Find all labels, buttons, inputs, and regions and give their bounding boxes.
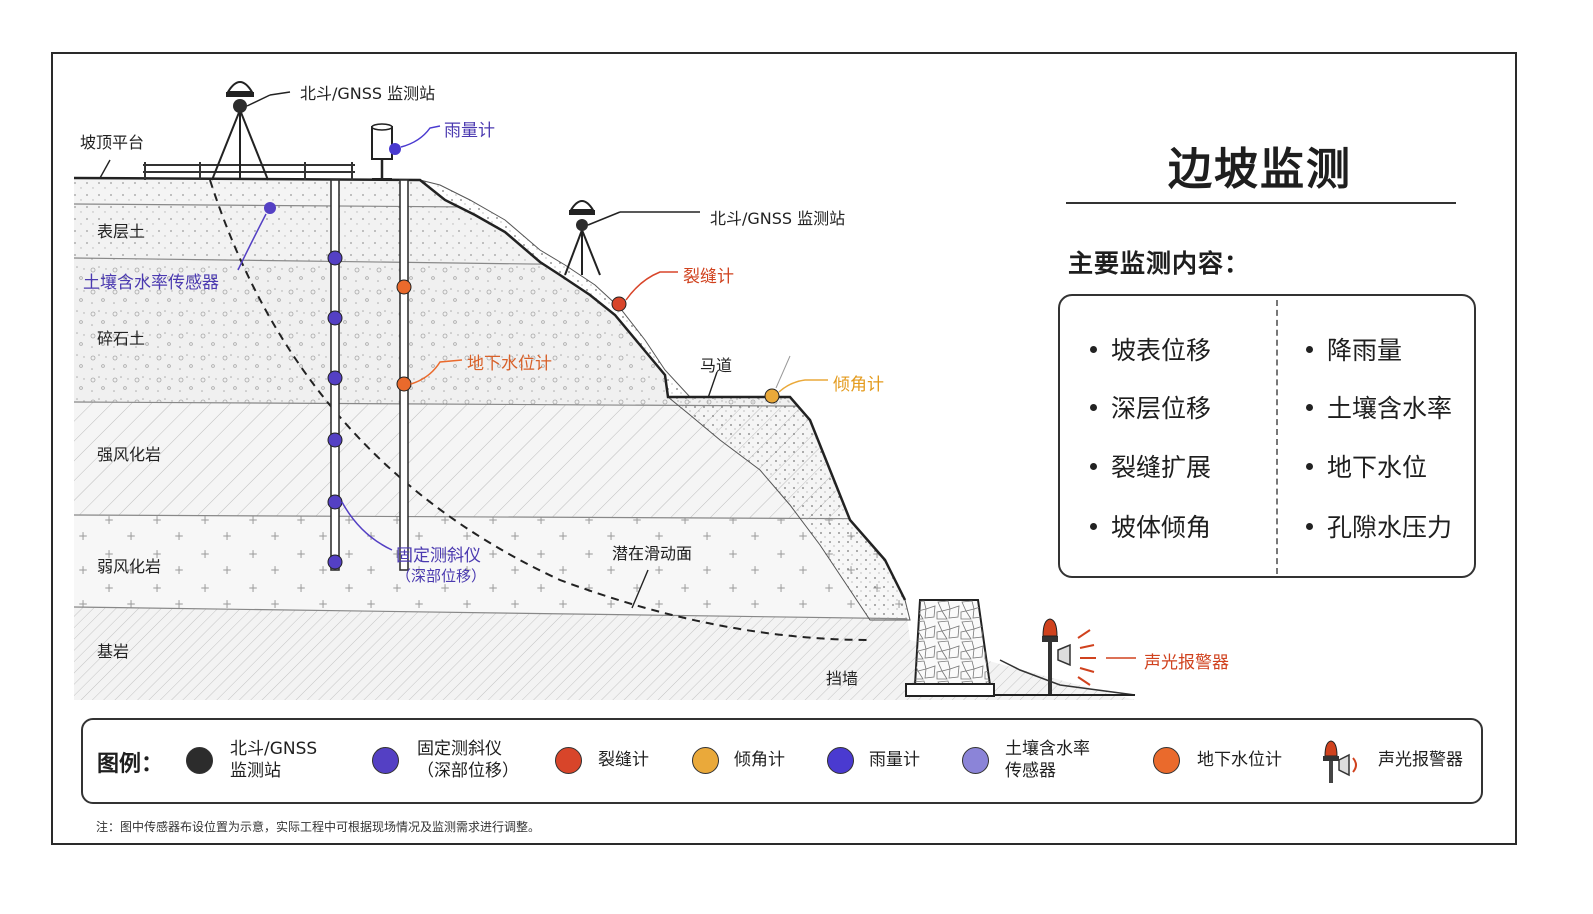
callout-gnss-top: 北斗/GNSS 监测站	[300, 84, 436, 103]
legend-label-alarm: 声光报警器	[1378, 750, 1463, 770]
gnss-dot-icon	[186, 747, 213, 774]
callout-crack-meter: 裂缝计	[683, 267, 734, 287]
monitoring-item: 孔隙水压力	[1306, 508, 1452, 544]
groundwater-dot-icon	[1153, 747, 1180, 774]
retaining-wall	[905, 599, 995, 697]
label-strong-weathered: 强风化岩	[97, 445, 162, 464]
gnss-station-berm	[564, 200, 700, 276]
label-surface-soil: 表层土	[97, 222, 146, 241]
legend-box	[81, 718, 1483, 804]
acoustic-light-alarm	[1042, 618, 1136, 694]
legend-label-soil-moisture: 土壤含水率传感器	[1005, 739, 1090, 781]
alarm-icon	[1323, 740, 1357, 783]
monitoring-item: 坡表位移	[1090, 331, 1211, 367]
footnote: 注：图中传感器布设位置为示意，实际工程中可根据现场情况及监测需求进行调整。	[96, 820, 541, 834]
legend-title: 图例：	[97, 752, 164, 777]
callout-tiltmeter: 倾角计	[833, 375, 884, 395]
legend-label-tiltmeter: 倾角计	[734, 750, 785, 770]
callout-groundwater: 地下水位计	[467, 354, 552, 374]
tiltmeter	[764, 355, 828, 404]
monitoring-item: 地下水位	[1306, 448, 1427, 484]
callout-slip-surface: 潜在滑动面	[612, 544, 693, 563]
callout-alarm: 声光报警器	[1144, 653, 1229, 673]
legend-label-groundwater: 地下水位计	[1197, 750, 1282, 770]
monitoring-item: 坡体倾角	[1090, 508, 1211, 544]
label-gravel-soil: 碎石土	[97, 329, 146, 348]
monitoring-item: 裂缝扩展	[1090, 448, 1211, 484]
callout-retaining-wall: 挡墙	[826, 669, 859, 688]
inclinometer-dot-icon	[372, 747, 399, 774]
callout-soil-moisture: 土壤含水率传感器	[83, 273, 219, 293]
legend-label-inclinometer: 固定测斜仪（深部位移）	[417, 739, 519, 781]
callout-gnss-berm: 北斗/GNSS 监测站	[710, 209, 846, 228]
monitoring-item: 土壤含水率	[1306, 389, 1452, 425]
groundwater-sensors	[396, 279, 463, 392]
label-weak-weathered: 弱风化岩	[97, 557, 162, 576]
tiltmeter-dot-icon	[692, 747, 719, 774]
legend-label-rain-gauge: 雨量计	[869, 750, 920, 770]
label-top-platform: 坡顶平台	[80, 133, 145, 152]
slope-profile-line	[73, 176, 907, 601]
legend-label-crack-meter: 裂缝计	[598, 750, 649, 770]
potential-slip-surface	[209, 179, 871, 641]
content-divider	[1276, 300, 1278, 574]
monitoring-content-box	[1058, 294, 1476, 578]
inclinometer-sensors	[327, 250, 393, 570]
title-underline	[1066, 202, 1456, 204]
callout-inclinometer-sub: （深部位移）	[396, 567, 487, 585]
callout-inclinometer: 固定测斜仪	[396, 546, 481, 566]
crest-fence	[143, 162, 355, 180]
monitoring-item: 深层位移	[1090, 389, 1211, 425]
page-title: 边坡监测	[1168, 144, 1352, 195]
soil-moisture-sensor	[237, 202, 276, 271]
gnss-station-top	[211, 81, 291, 181]
crack-meter	[611, 271, 678, 312]
rain-gauge	[371, 123, 441, 180]
monitoring-subtitle: 主要监测内容：	[1068, 249, 1251, 278]
monitoring-item: 降雨量	[1306, 331, 1402, 367]
groundwater-pipe	[399, 179, 409, 571]
soil-moisture-dot-icon	[962, 747, 989, 774]
callout-berm: 马道	[700, 356, 733, 375]
rain-gauge-dot-icon	[827, 747, 854, 774]
crack-meter-dot-icon	[555, 747, 582, 774]
callout-rain-gauge: 雨量计	[444, 121, 495, 141]
label-bedrock: 基岩	[97, 642, 130, 661]
